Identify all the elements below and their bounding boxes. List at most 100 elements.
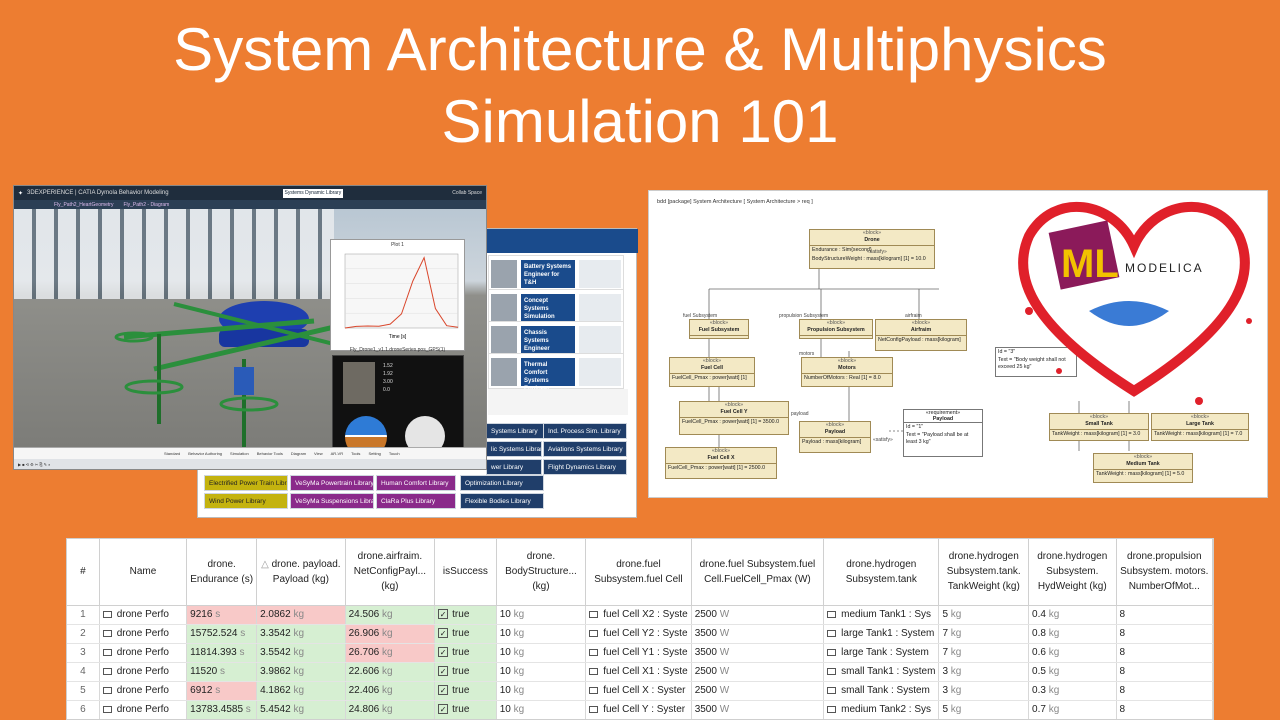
lib-btn-ind-process[interactable]: Ind. Process Sim. Library	[543, 423, 627, 439]
requirement-body-weight[interactable]: Id = "3" Text = "Body weight shall not e…	[995, 347, 1077, 377]
fuel-cell-cell[interactable]: fuel Cell Y2 : Syste	[585, 624, 692, 644]
endurance-cell[interactable]: 13783.4585 s	[186, 700, 258, 719]
motors-cell[interactable]: 8	[1116, 605, 1213, 625]
endurance-cell[interactable]: 9216 s	[186, 605, 258, 625]
col-header[interactable]: drone.hydrogen Subsystem.tank. TankWeigh…	[938, 539, 1030, 606]
net-payload-cell[interactable]: 26.706 kg	[345, 643, 436, 663]
3d-viewport[interactable]: Plot 1 Time [s] Fly_Drone1_v1.1.droneSer…	[14, 209, 486, 467]
checkbox-icon[interactable]: ✓	[438, 609, 449, 620]
tab-touch[interactable]: Touch	[388, 451, 400, 456]
tab-geometry[interactable]: Fly_Path2_HeartGeometry	[54, 201, 114, 208]
row-name-cell[interactable]: drone Perfo	[99, 662, 188, 682]
payload-cell[interactable]: 2.0862 kg	[256, 605, 346, 625]
lib-btn-electrified-powertrain[interactable]: Electrified Power Train Library	[204, 475, 288, 491]
toolbar-icons[interactable]: ▶ ■ ⟲ ⚙ ✂ ⎘ ✎ ⌕	[14, 459, 486, 469]
tank-weight-cell[interactable]: 5 kg	[938, 700, 1030, 719]
fuel-cell-cell[interactable]: fuel Cell Y : Syster	[585, 700, 692, 719]
lib-btn-clara-plus[interactable]: ClaRa Plus Library	[376, 493, 456, 509]
tank-cell[interactable]: small Tank : System	[823, 681, 940, 701]
search-input[interactable]: Systems Dynamic Library	[282, 188, 343, 198]
tab-tools[interactable]: Tools	[351, 451, 361, 456]
endurance-cell[interactable]: 11520 s	[186, 662, 258, 682]
tank-cell[interactable]: medium Tank1 : Sys	[823, 605, 940, 625]
pmax-cell[interactable]: 3500 W	[691, 624, 825, 644]
fuel-cell-cell[interactable]: fuel Cell Y1 : Syste	[585, 643, 692, 663]
tab-standard[interactable]: Standard	[164, 451, 181, 456]
col-header[interactable]: isSuccess	[434, 539, 497, 606]
net-payload-cell[interactable]: 26.906 kg	[345, 624, 436, 644]
tab-setting[interactable]: Setting	[368, 451, 381, 456]
row-name-cell[interactable]: drone Perfo	[99, 700, 188, 719]
motors-cell[interactable]: 8	[1116, 700, 1213, 719]
checkbox-icon[interactable]: ✓	[438, 666, 449, 677]
fuel-cell-cell[interactable]: fuel Cell X1 : Syste	[585, 662, 692, 682]
collab-space-selector[interactable]: Collab Space	[452, 190, 482, 196]
net-payload-cell[interactable]: 22.406 kg	[345, 681, 436, 701]
success-cell[interactable]: ✓true	[434, 624, 497, 644]
lib-btn-flight-dynamics[interactable]: Flight Dynamics Library	[543, 459, 627, 475]
body-cell[interactable]: 10 kg	[496, 624, 587, 644]
engineer-card-concept[interactable]: Concept Systems Simulation Engineer	[488, 289, 624, 328]
motors-cell[interactable]: 8	[1116, 662, 1213, 682]
col-header[interactable]: drone.hydrogen Subsystem. HydWeight (kg)	[1028, 539, 1117, 606]
lib-btn-wind-power[interactable]: Wind Power Library	[204, 493, 288, 509]
fuel-cell-cell[interactable]: fuel Cell X2 : Syste	[585, 605, 692, 625]
pmax-cell[interactable]: 2500 W	[691, 662, 825, 682]
net-payload-cell[interactable]: 24.506 kg	[345, 605, 436, 625]
tab-ar-vr[interactable]: AR-VR	[330, 451, 344, 456]
row-name-cell[interactable]: drone Perfo	[99, 643, 188, 663]
payload-cell[interactable]: 3.9862 kg	[256, 662, 346, 682]
payload-cell[interactable]: 4.1862 kg	[256, 681, 346, 701]
tank-cell[interactable]: small Tank1 : System	[823, 662, 940, 682]
col-header[interactable]: drone.fuel Subsystem.fuel Cell	[585, 539, 692, 606]
payload-cell[interactable]: 3.3542 kg	[256, 624, 346, 644]
col-header[interactable]: drone. BodyStructure... (kg)	[496, 539, 587, 606]
pmax-cell[interactable]: 3500 W	[691, 700, 825, 719]
payload-cell[interactable]: 3.5542 kg	[256, 643, 346, 663]
tank-weight-cell[interactable]: 5 kg	[938, 605, 1030, 625]
checkbox-icon[interactable]: ✓	[438, 628, 449, 639]
motors-cell[interactable]: 8	[1116, 624, 1213, 644]
col-header[interactable]: drone.fuel Subsystem.fuel Cell.FuelCell_…	[691, 539, 825, 606]
success-cell[interactable]: ✓true	[434, 700, 497, 719]
tank-weight-cell[interactable]: 7 kg	[938, 643, 1030, 663]
col-header[interactable]: Name	[99, 539, 188, 606]
row-name-cell[interactable]: drone Perfo	[99, 624, 188, 644]
tab-diagram-bottom[interactable]: Diagram	[290, 451, 307, 456]
row-name-cell[interactable]: drone Perfo	[99, 681, 188, 701]
motors-cell[interactable]: 8	[1116, 643, 1213, 663]
tank-weight-cell[interactable]: 3 kg	[938, 681, 1030, 701]
endurance-cell[interactable]: 15752.524 s	[186, 624, 258, 644]
checkbox-icon[interactable]: ✓	[438, 704, 449, 715]
tab-behavior-authoring[interactable]: Behavior Authoring	[188, 451, 223, 456]
block-fuel-subsystem[interactable]: «block»Fuel Subsystem	[689, 319, 749, 339]
col-header[interactable]: drone. Endurance (s)	[186, 539, 258, 606]
block-drone[interactable]: «block» Drone Endurance : Sim{second} Bo…	[809, 229, 935, 269]
block-propulsion[interactable]: «block»Propulsion Subsystem	[799, 319, 873, 339]
success-cell[interactable]: ✓true	[434, 643, 497, 663]
engineer-card-thermal[interactable]: Thermal Comfort Systems Engineer	[488, 353, 624, 392]
net-payload-cell[interactable]: 24.806 kg	[345, 700, 436, 719]
tank-weight-cell[interactable]: 7 kg	[938, 624, 1030, 644]
success-cell[interactable]: ✓true	[434, 681, 497, 701]
row-name-cell[interactable]: drone Perfo	[99, 605, 188, 625]
col-header[interactable]: △ drone. payload. Payload (kg)	[256, 539, 346, 606]
checkbox-icon[interactable]: ✓	[438, 647, 449, 658]
lib-btn-vesyma-powertrain[interactable]: VeSyMa Powertrain Library	[290, 475, 374, 491]
tab-behavior-tools[interactable]: Behavior Tools	[256, 451, 283, 456]
payload-cell[interactable]: 5.4542 kg	[256, 700, 346, 719]
fuel-cell-cell[interactable]: fuel Cell X : Syster	[585, 681, 692, 701]
body-cell[interactable]: 10 kg	[496, 605, 587, 625]
col-header[interactable]: #	[67, 539, 100, 606]
hyd-weight-cell[interactable]: 0.7 kg	[1028, 700, 1117, 719]
